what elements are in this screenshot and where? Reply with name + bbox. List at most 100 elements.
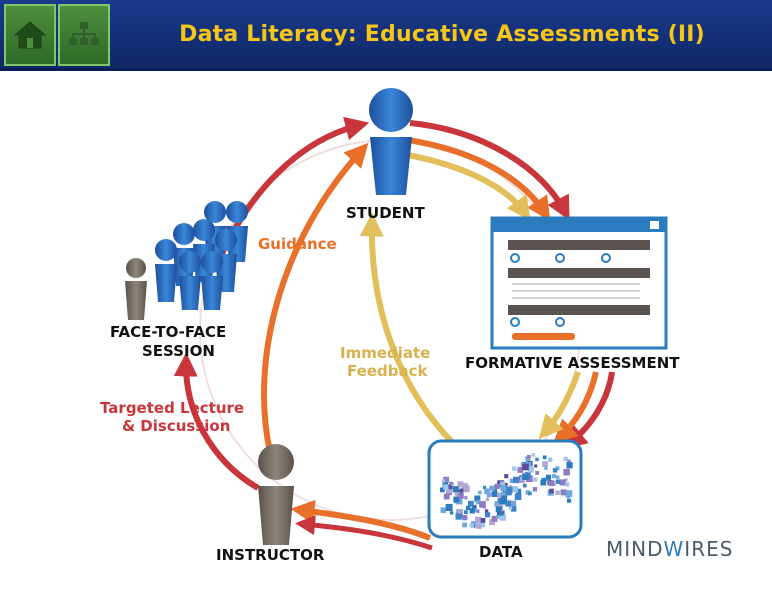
home-icon — [13, 21, 47, 49]
data-dot — [522, 473, 529, 481]
data-dot — [506, 486, 513, 494]
data-dot — [556, 475, 560, 479]
data-dot — [458, 493, 464, 499]
arrow-data-to-instructor-red — [295, 515, 433, 551]
formative-assessment-window — [490, 216, 668, 350]
data-dot — [508, 506, 513, 510]
page-title: Data Literacy: Educative Assessments (II… — [179, 21, 705, 47]
data-dot — [455, 513, 462, 520]
data-dot — [443, 493, 450, 500]
data-dot — [499, 514, 507, 521]
student-label: STUDENT — [346, 204, 425, 222]
data-dot — [533, 477, 538, 482]
data-dot — [512, 486, 519, 493]
data-dot — [447, 484, 453, 490]
mindwires-logo: MINDWIRES — [606, 537, 733, 561]
data-visual — [427, 439, 583, 539]
data-dot — [441, 479, 446, 483]
data-dot — [525, 456, 529, 460]
data-dot — [440, 487, 445, 493]
data-dot — [500, 481, 506, 487]
data-dot — [563, 456, 568, 462]
data-dot — [535, 471, 540, 475]
data-dot — [527, 466, 534, 473]
data-dot — [486, 493, 491, 498]
data-dot — [541, 477, 546, 482]
data-dot — [559, 479, 566, 486]
instructor-figure — [258, 444, 294, 545]
data-dot — [555, 466, 560, 471]
arrow-student-to-formative-orange — [407, 137, 551, 222]
data-dot — [466, 505, 471, 511]
arrow-student-to-formative-red — [409, 120, 570, 221]
data-dot — [450, 511, 454, 515]
data-dot — [494, 501, 501, 507]
data-dot — [534, 464, 538, 468]
data-dot — [475, 516, 482, 524]
formative-assessment-label: FORMATIVE ASSESSMENT — [465, 354, 680, 372]
arrow-formative-to-data-orange — [553, 371, 599, 444]
data-dot — [492, 489, 498, 494]
data-dot — [443, 476, 449, 483]
data-dot — [548, 480, 555, 486]
cycle-svg — [125, 88, 668, 551]
data-dot — [528, 491, 532, 496]
data-dot — [509, 500, 517, 507]
data-dot — [564, 478, 568, 482]
data-dot — [445, 504, 453, 511]
data-dot — [459, 488, 464, 493]
data-dot — [479, 521, 486, 528]
data-dot — [540, 479, 547, 486]
student-figure — [369, 88, 413, 195]
data-dot — [457, 481, 464, 488]
data-dot — [440, 507, 446, 513]
data-dot — [498, 510, 504, 516]
data-dot — [480, 518, 486, 523]
data-dot — [502, 490, 506, 494]
instructor-label: INSTRUCTOR — [216, 546, 325, 564]
brand-w: W — [663, 537, 685, 561]
data-dot — [517, 467, 524, 473]
data-dot — [527, 455, 531, 459]
data-dot — [542, 461, 548, 467]
data-dot — [485, 497, 489, 501]
data-dot — [475, 523, 482, 529]
data-dot — [522, 483, 527, 488]
data-dot — [482, 505, 486, 509]
data-dot — [497, 499, 501, 503]
data-dot — [552, 468, 558, 473]
immediate-feedback-line1: Immediate — [340, 344, 431, 362]
data-dot — [565, 494, 570, 498]
sitemap-button[interactable] — [58, 4, 110, 66]
face-to-face-label-line1: FACE-TO-FACE — [110, 323, 227, 341]
data-dot — [552, 474, 557, 479]
data-dot — [491, 491, 498, 497]
arrow-data-to-student — [359, 212, 458, 448]
data-dot — [549, 488, 554, 494]
data-dot — [526, 475, 533, 482]
data-dot — [504, 474, 509, 479]
data-dot — [483, 485, 487, 489]
data-dot — [555, 490, 560, 495]
data-dot — [446, 487, 451, 492]
data-dot — [489, 485, 495, 491]
face-to-face-label-line2: SESSION — [142, 342, 215, 360]
data-dot — [565, 482, 570, 487]
data-dot — [494, 483, 500, 489]
data-dot — [560, 489, 567, 496]
data-dot — [484, 488, 490, 495]
data-dot — [497, 497, 501, 501]
data-dot — [497, 492, 503, 498]
data-dot — [543, 477, 547, 482]
arrow-student-to-formative-gold — [407, 152, 531, 221]
data-dot — [510, 506, 517, 512]
data-dot — [500, 485, 507, 492]
data-dot — [453, 496, 460, 503]
data-dot — [495, 515, 500, 519]
data-dot — [457, 509, 463, 516]
home-button[interactable] — [4, 4, 56, 66]
targeted-lecture-line2: & Discussion — [122, 417, 231, 435]
data-dot — [484, 509, 489, 513]
data-dot — [567, 498, 572, 503]
data-dot — [475, 509, 480, 513]
